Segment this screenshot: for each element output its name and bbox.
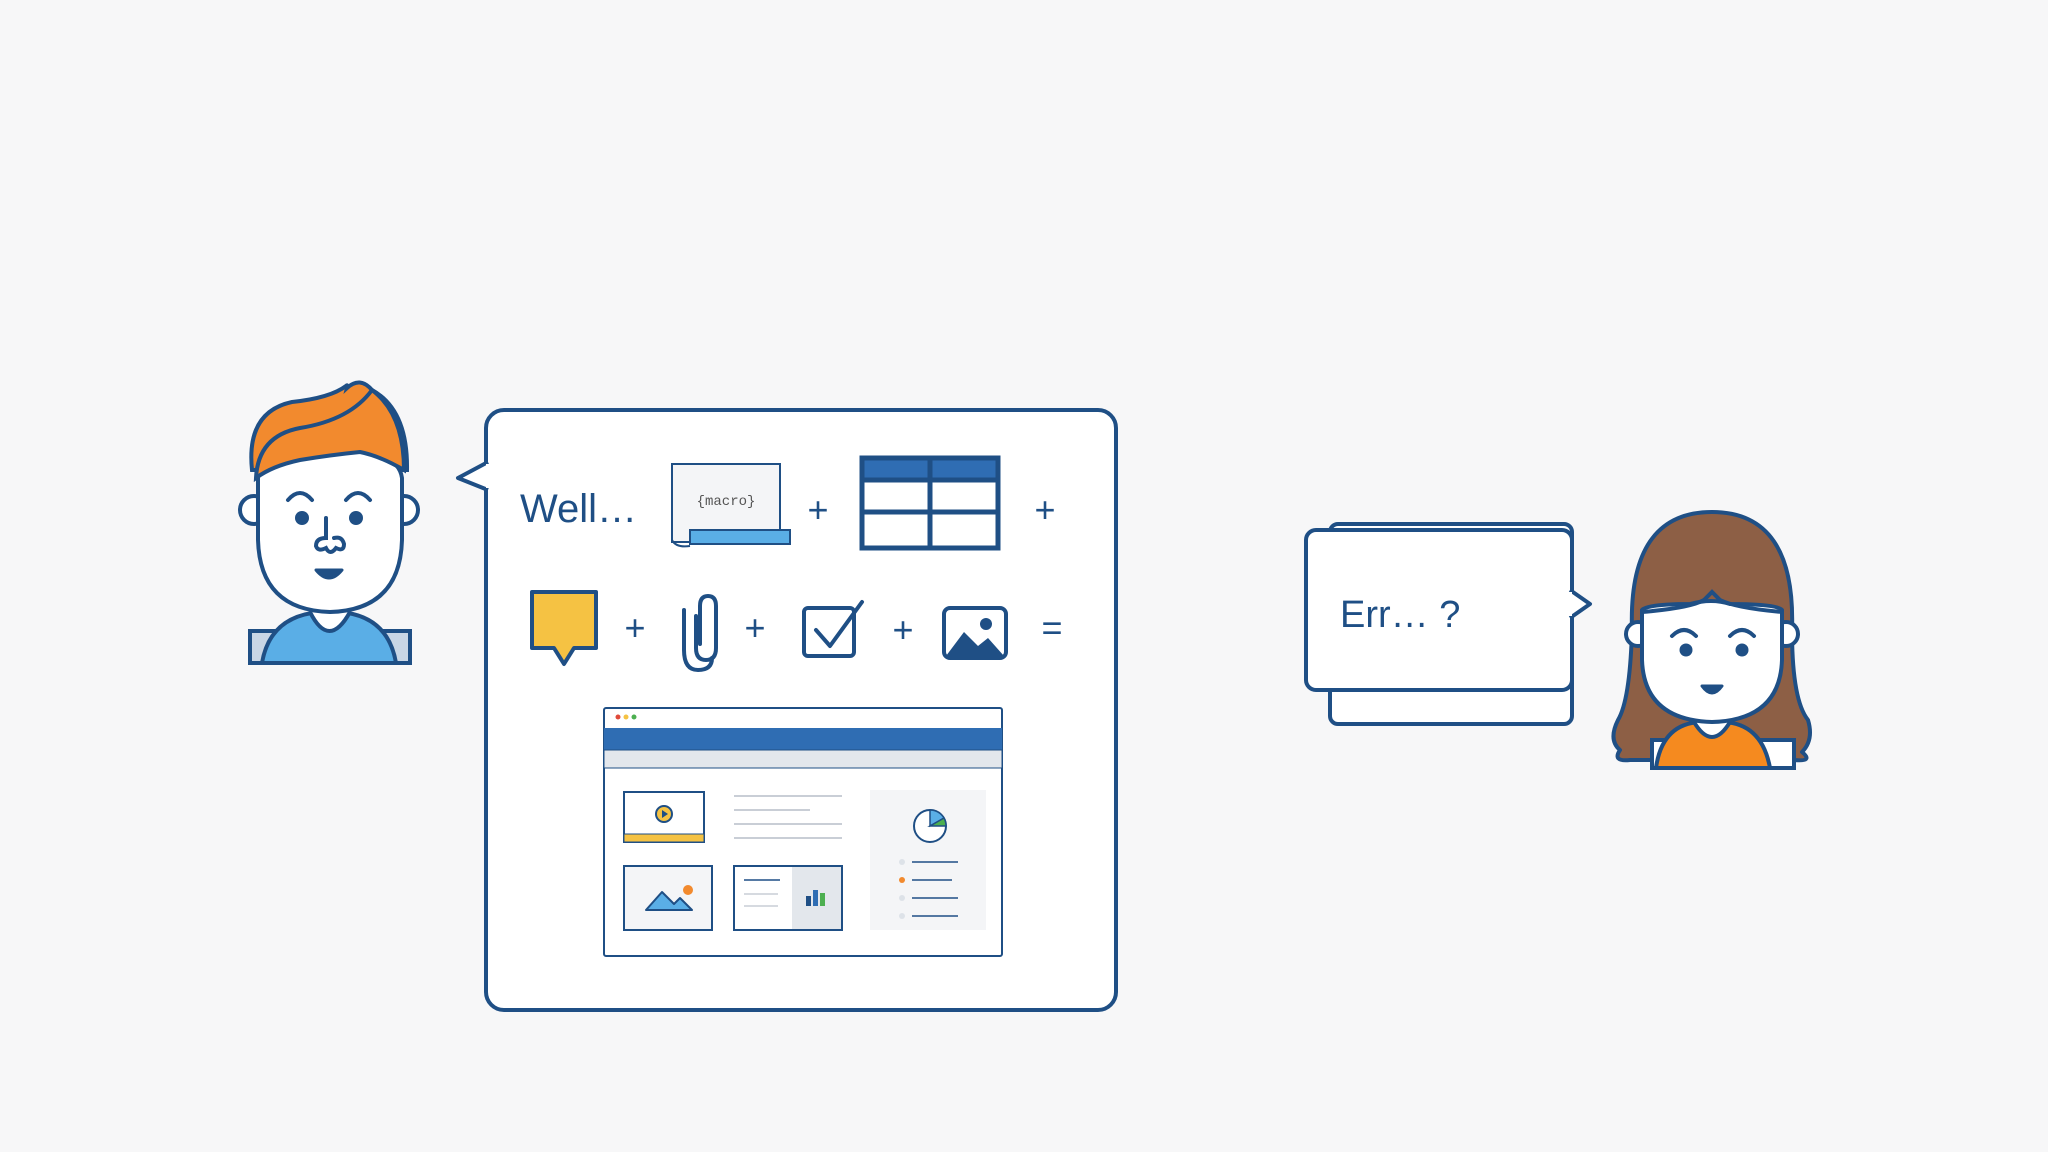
macro-scroll-icon: {macro} <box>671 463 791 548</box>
plus-sign-3: + <box>624 607 645 648</box>
comment-icon <box>530 590 598 666</box>
checkbox-icon <box>802 600 864 658</box>
macro-label: {macro} <box>697 494 756 510</box>
right-speech-bubble: Err… ? <box>1304 522 1592 726</box>
table-icon <box>859 455 1001 551</box>
left-speech-bubble: Well… {macro} + + + + <box>456 408 1118 1012</box>
left-speech-text: Well… <box>520 487 637 531</box>
boy-avatar <box>238 380 420 665</box>
paperclip-icon <box>682 593 718 673</box>
plus-sign-1: + <box>807 489 828 530</box>
girl-avatar <box>1611 510 1812 770</box>
plus-sign-5: + <box>892 609 913 650</box>
image-icon <box>942 606 1008 660</box>
dashboard-page-icon <box>603 707 1003 957</box>
plus-sign-2: + <box>1034 489 1055 530</box>
right-speech-text: Err… ? <box>1340 594 1460 636</box>
plus-sign-4: + <box>744 607 765 648</box>
equals-sign: = <box>1041 607 1062 648</box>
